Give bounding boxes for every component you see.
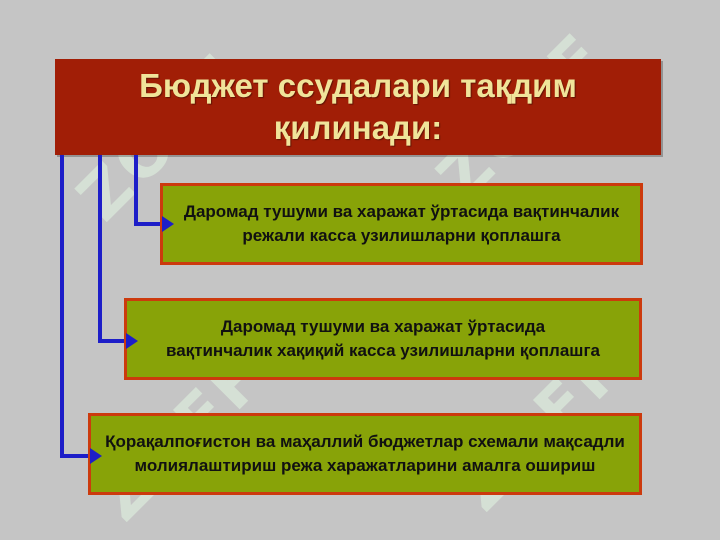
item-box-3: Қорақалпоғистон ва маҳаллий бюджетлар сх… xyxy=(88,413,642,495)
title-box: Бюджет ссудалари тақдим қилинади: xyxy=(55,59,661,155)
connector-1 xyxy=(134,155,160,226)
item-box-1: Даромад тушуми ва харажат ўртасида вақти… xyxy=(160,183,643,265)
connector-3 xyxy=(60,155,88,458)
item-text-1: Даромад тушуми ва харажат ўртасида вақти… xyxy=(183,202,620,245)
slide-title: Бюджет ссудалари тақдим қилинади: xyxy=(139,67,577,146)
item-text-2: Даромад тушуми ва харажат ўртасида вақти… xyxy=(165,317,601,360)
connector-2 xyxy=(98,155,124,343)
item-text-3: Қорақалпоғистон ва маҳаллий бюджетлар сх… xyxy=(105,432,625,475)
item-box-2: Даромад тушуми ва харажат ўртасида вақти… xyxy=(124,298,642,380)
